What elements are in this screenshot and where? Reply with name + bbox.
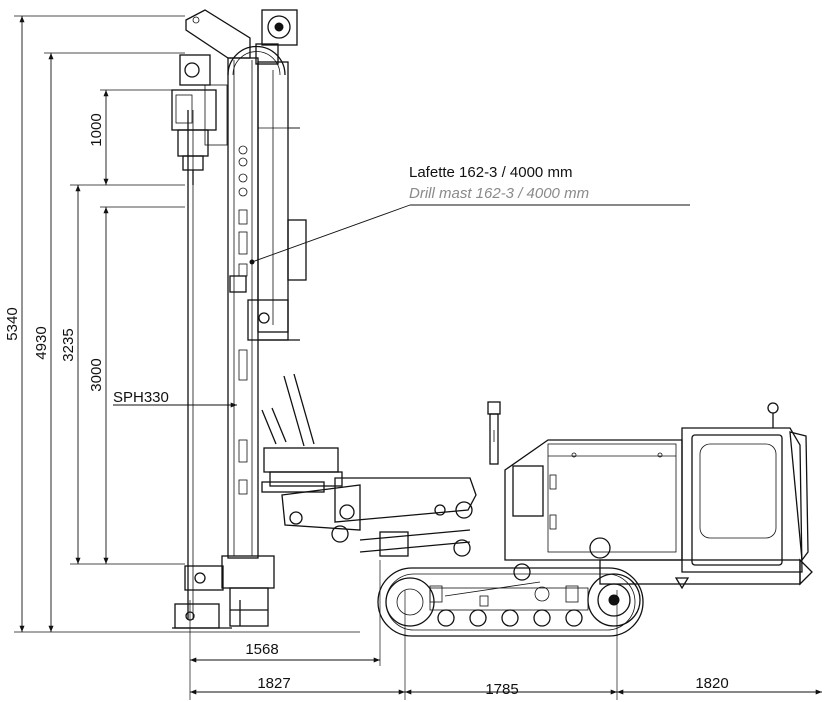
rotary-head-label: SPH330: [113, 389, 169, 406]
mast-label-en: Drill mast 162-3 / 4000 mm: [409, 185, 589, 202]
dim-1820-text: 1820: [695, 675, 728, 692]
mast-callout: Lafette 162-3 / 4000 mm Drill mast 162-3…: [249, 164, 690, 265]
boom-arm: [261, 373, 477, 557]
vertical-dimensions: 5340 4930 3235 3000 1000: [4, 15, 360, 633]
dim-3235-text: 3235: [60, 328, 77, 361]
dim-4930-text: 4930: [33, 326, 50, 359]
dim-1568-text: 1568: [245, 641, 278, 658]
drill-mast: [171, 9, 307, 629]
dim-3000-text: 3000: [88, 358, 105, 391]
dim-1000-text: 1000: [88, 113, 105, 146]
dim-1785-text: 1785: [485, 681, 518, 698]
track-undercarriage: [377, 563, 644, 637]
dim-1827-text: 1827: [257, 675, 290, 692]
mast-label-de: Lafette 162-3 / 4000 mm: [409, 164, 572, 181]
carrier-body: [487, 401, 813, 590]
rotary-head-callout: SPH330: [113, 389, 237, 408]
dim-5340-text: 5340: [4, 307, 21, 340]
